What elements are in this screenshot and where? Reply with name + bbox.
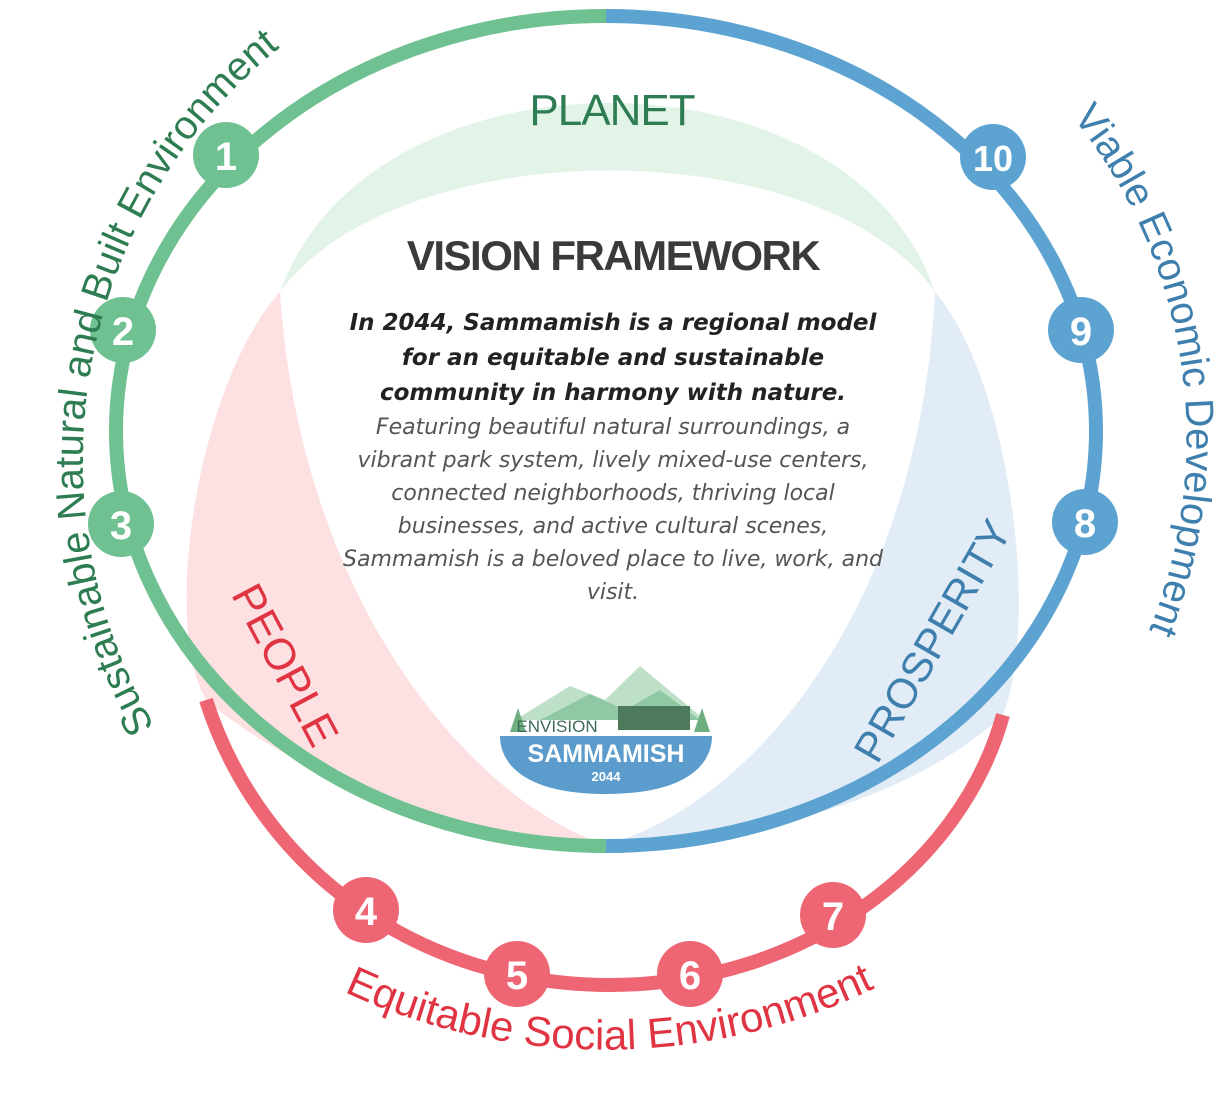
- planet-petal: [280, 103, 935, 292]
- environment-ring: [109, 9, 607, 853]
- logo-envision: ENVISION: [516, 717, 597, 736]
- marker-2: 2: [90, 297, 156, 363]
- planet-label: PLANET: [529, 86, 694, 135]
- vision-description: Featuring beautiful natural surroundings…: [343, 415, 883, 605]
- logo-sammamish: SAMMAMISH: [528, 740, 685, 768]
- logo-year: 2044: [592, 769, 622, 784]
- marker-10-label: 10: [973, 138, 1013, 179]
- social-ring: [199, 697, 1010, 993]
- marker-1: 1: [193, 122, 259, 188]
- marker-9: 9: [1048, 297, 1114, 363]
- envision-sammamish-logo: ENVISION SAMMAMISH 2044: [500, 666, 712, 794]
- center-panel: VISION FRAMEWORK In 2044, Sammamish is a…: [330, 232, 896, 652]
- prosperity-petal: [606, 292, 1019, 845]
- marker-1-label: 1: [215, 135, 237, 179]
- marker-6-label: 6: [679, 954, 701, 998]
- marker-7: 7: [800, 882, 866, 948]
- social-arc-text: Equitable Social Environment: [340, 953, 879, 1058]
- vision-title: VISION FRAMEWORK: [406, 232, 821, 279]
- marker-8: 8: [1052, 489, 1118, 555]
- logo-buildings: [618, 706, 690, 730]
- marker-4: 4: [333, 877, 399, 943]
- social-arc-label: Equitable Social Environment: [340, 953, 879, 1058]
- marker-3-label: 3: [110, 504, 132, 548]
- logo-lake: [500, 736, 712, 794]
- marker-4-label: 4: [355, 890, 378, 934]
- vision-statement: In 2044, Sammamish is a regional model f…: [349, 310, 877, 406]
- marker-10: 10: [960, 124, 1026, 190]
- marker-3: 3: [88, 491, 154, 557]
- marker-9-label: 9: [1070, 310, 1092, 354]
- logo-tree-left: [510, 708, 526, 732]
- people-petal: [186, 292, 606, 845]
- marker-8-label: 8: [1074, 502, 1096, 546]
- marker-2-label: 2: [112, 310, 134, 354]
- marker-7-label: 7: [822, 895, 844, 939]
- marker-5-label: 5: [506, 954, 528, 998]
- marker-5: 5: [484, 941, 550, 1007]
- logo-tree-right: [694, 708, 710, 732]
- economic-ring: [605, 9, 1103, 853]
- marker-6: 6: [657, 941, 723, 1007]
